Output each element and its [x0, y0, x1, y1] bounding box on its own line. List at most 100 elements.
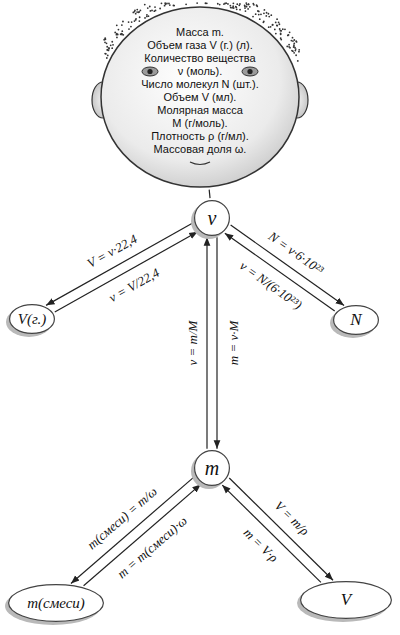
hair-dot: [280, 33, 282, 35]
eye: [242, 67, 258, 76]
hair-dot: [247, 8, 249, 10]
hair-dot: [291, 50, 293, 52]
hair-dot: [128, 21, 130, 23]
hair-dot: [272, 24, 274, 26]
hair-dot: [280, 30, 282, 32]
hair-dot: [289, 47, 291, 49]
hair-dot: [249, 6, 251, 8]
hair-dot: [279, 30, 281, 32]
hair-dot: [219, 4, 221, 6]
hair-dot: [288, 44, 290, 46]
hair-dot: [280, 37, 282, 39]
formula-label: m = ν·M: [225, 321, 240, 366]
quantity-list-item: Массовая доля ω.: [154, 143, 247, 156]
hair-dot: [263, 12, 265, 14]
hair-dot: [116, 33, 118, 35]
pupil: [147, 69, 152, 74]
hair-dot: [147, 7, 149, 9]
hair-dot: [136, 11, 138, 13]
hair-dot: [128, 28, 130, 30]
hair-dot: [276, 25, 278, 27]
hair-dot: [276, 18, 278, 20]
formula-label: V = m/ρ: [272, 498, 313, 538]
hair-dot: [256, 4, 258, 6]
hair-dot: [245, 2, 247, 4]
hair-dot: [136, 9, 138, 11]
hair-dot: [255, 13, 257, 15]
hair-dot: [245, 10, 247, 12]
hair-dot: [244, 5, 246, 7]
hair-dot: [139, 9, 141, 11]
quantity-list-item: Количество вещества ν (моль).: [143, 52, 257, 78]
quantity-symbol: ν: [208, 207, 217, 230]
hair-dot: [232, 2, 234, 4]
hair-dot: [268, 26, 270, 28]
quantity-node: N: [333, 305, 379, 335]
hair-dot: [244, 6, 246, 8]
hair-dot: [270, 14, 272, 16]
hair-dot: [122, 34, 124, 36]
formula-label: ν = m/M: [184, 321, 199, 366]
formula-label: N = ν·6·10²³: [266, 228, 327, 277]
hair-dot: [106, 46, 108, 48]
quantity-list-item: Объем газа V (г.) (л).: [147, 39, 252, 52]
hair-dot: [297, 60, 299, 62]
hair-dot: [114, 32, 116, 34]
hair-dot: [154, 6, 156, 8]
hair-dot: [134, 11, 136, 13]
hair-dot: [295, 40, 297, 42]
hair-dot: [161, 2, 163, 4]
hair-dot: [166, 3, 168, 5]
hair-dot: [235, 7, 237, 9]
hair-dot: [288, 46, 290, 48]
quantity-node: ν: [194, 200, 230, 236]
hair-dot: [295, 54, 297, 56]
hair-dot: [111, 47, 113, 49]
hair-dot: [168, 3, 170, 5]
hair-dot: [144, 17, 146, 19]
hair-dot: [135, 13, 137, 15]
hair-dot: [265, 15, 267, 17]
hair-dot: [266, 12, 268, 14]
hair-dot: [295, 48, 297, 50]
hair-dot: [106, 42, 108, 44]
hair-dot: [263, 21, 265, 23]
hair-dot: [116, 36, 118, 38]
hair-dot: [298, 49, 300, 51]
hair-dot: [252, 16, 254, 18]
neck-line: [209, 190, 211, 198]
hair-dot: [256, 5, 258, 7]
hair-dot: [155, 10, 157, 12]
head-circle: [101, 7, 299, 187]
quantity-list-item: Плотность ρ (г/мл).: [151, 130, 249, 143]
quantity-node: V: [300, 581, 392, 619]
hair-dot: [122, 21, 124, 23]
pupil: [247, 69, 252, 74]
quantity-symbol: V(г.): [18, 311, 47, 328]
hair-dot: [296, 41, 298, 43]
hair-dot: [236, 3, 238, 5]
hair-dot: [108, 48, 110, 50]
hair-dot: [112, 44, 114, 46]
hair-dot: [105, 53, 107, 55]
hair-dot: [223, 3, 225, 5]
hair-dot: [151, 10, 153, 12]
node-ellipse: [334, 306, 379, 335]
hair-dot: [144, 4, 146, 6]
hair-dot: [103, 39, 105, 41]
node-ellipse: [301, 582, 392, 619]
hair-dot: [169, 4, 171, 6]
formula-label: ν = V/22,4: [106, 265, 162, 305]
hair-dot: [139, 16, 141, 18]
hair-dot: [292, 37, 294, 39]
quantity-symbol: N: [350, 310, 361, 330]
hair-dot: [130, 26, 132, 28]
hair-dot: [272, 24, 274, 26]
hair-dot: [217, 3, 219, 5]
hair-dot: [138, 20, 140, 22]
hair-dot: [257, 10, 259, 12]
hair-dot: [276, 24, 278, 26]
hair-dot: [149, 10, 151, 12]
hair-dot: [291, 40, 293, 42]
conversion-arrow: [229, 478, 333, 580]
